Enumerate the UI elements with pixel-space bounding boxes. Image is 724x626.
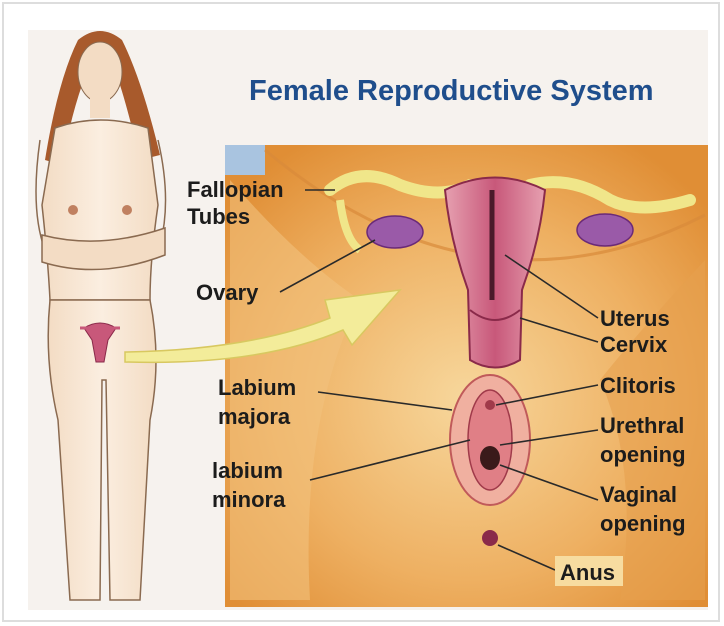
page-title: Female Reproductive System bbox=[249, 75, 654, 107]
label-anus: Anus bbox=[560, 560, 615, 585]
label-labium-minora-line2: minora bbox=[212, 487, 286, 512]
label-urethral-line2: opening bbox=[600, 442, 686, 467]
label-labium-majora-line1: Labium bbox=[218, 375, 296, 400]
label-fallopian-line2: Tubes bbox=[187, 204, 250, 229]
label-labium-minora-line1: labium bbox=[212, 458, 283, 483]
label-clitoris: Clitoris bbox=[600, 373, 676, 398]
label-ovary: Ovary bbox=[196, 280, 259, 305]
label-labium-majora-line2: majora bbox=[218, 404, 291, 429]
label-uterus: Uterus bbox=[600, 306, 670, 331]
label-vaginal-line2: opening bbox=[600, 511, 686, 536]
label-fallopian-line1: Fallopian bbox=[187, 177, 284, 202]
label-vaginal-line1: Vaginal bbox=[600, 482, 677, 507]
label-urethral-line1: Urethral bbox=[600, 413, 684, 438]
label-cervix: Cervix bbox=[600, 332, 668, 357]
